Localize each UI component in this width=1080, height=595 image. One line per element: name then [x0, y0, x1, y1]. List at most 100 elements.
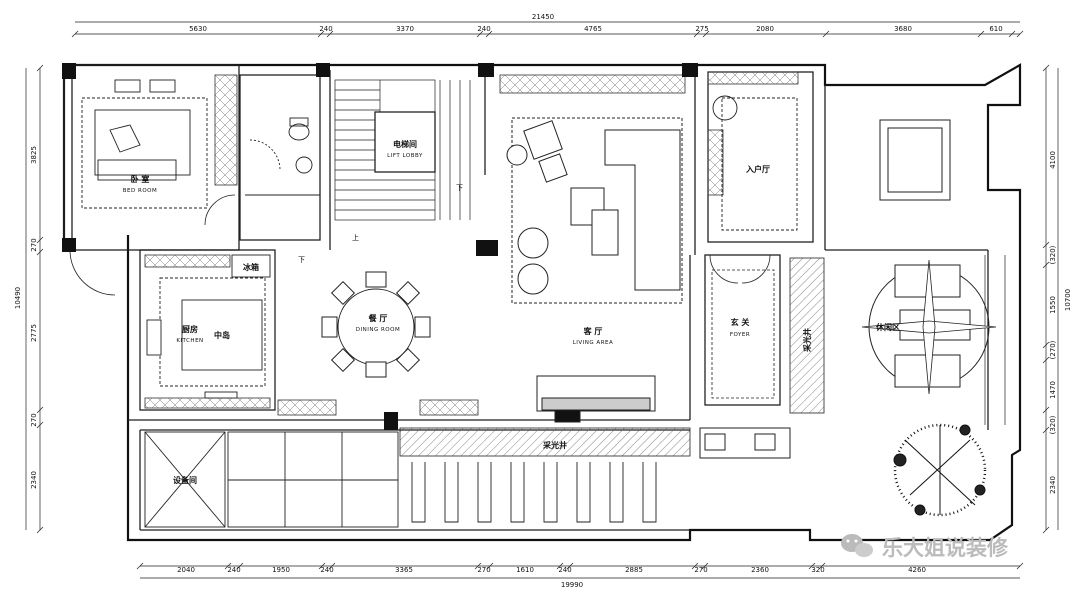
wechat-icon — [841, 534, 873, 557]
dim-bottom: 240 — [227, 566, 240, 574]
dimension-tick — [1016, 30, 1024, 38]
dim-left: 270 — [30, 238, 38, 251]
fridge-label: 冰箱 — [243, 262, 259, 272]
dimension-tick — [318, 562, 326, 570]
dim-top: 3370 — [396, 25, 414, 33]
dimension-tick — [326, 30, 334, 38]
dimension-tick — [818, 562, 826, 570]
counter-left — [277, 399, 337, 416]
dim-bottom: 2360 — [751, 566, 769, 574]
interior-walls — [63, 64, 989, 531]
dimension-tick — [1042, 64, 1050, 72]
entry-cabinet — [707, 71, 799, 85]
living-label: 客 厅 — [583, 326, 603, 336]
dining-label-en: DINING ROOM — [356, 327, 400, 333]
foyer-doors — [709, 254, 775, 399]
dimension-tick — [36, 526, 44, 534]
equipment-room — [144, 431, 226, 528]
dim-bottom: 2040 — [177, 566, 195, 574]
staircase — [334, 79, 471, 221]
dimension-tick — [36, 406, 44, 414]
tv-console — [536, 375, 656, 423]
dim-bottom: 1610 — [516, 566, 534, 574]
dimension-tick — [476, 30, 484, 38]
equipment-label: 设备间 — [173, 475, 197, 485]
dimension-tick — [702, 30, 710, 38]
dim-top: 5630 — [189, 25, 207, 33]
stair-down-label: 下 — [298, 256, 305, 264]
entry-hall-label: 入户厅 — [745, 164, 770, 174]
dim-top: 3680 — [894, 25, 912, 33]
lift-label-en: LIFT LOBBY — [387, 153, 423, 159]
dim-bottom: 240 — [320, 566, 333, 574]
lightwell-bottom-area — [399, 427, 691, 457]
dim-top-total: 21450 — [532, 13, 554, 21]
dim-right: 2340 — [1049, 476, 1057, 494]
dim-left: 2340 — [30, 471, 38, 489]
dimension-tick — [136, 562, 144, 570]
dim-bottom-total: 19990 — [561, 581, 583, 589]
dimension-tick — [71, 30, 79, 38]
dimension-tick — [701, 562, 709, 570]
dim-top: 2080 — [756, 25, 774, 33]
dimension-lines — [25, 21, 1059, 579]
dining-label: 餐 厅 — [368, 313, 388, 323]
dim-top: 275 — [695, 25, 708, 33]
dim-top: 4765 — [584, 25, 602, 33]
island-label: 中岛 — [214, 330, 230, 340]
planters — [411, 462, 657, 523]
dimension-tick — [1008, 30, 1016, 38]
dim-right: 4100 — [1049, 151, 1057, 169]
bedroom-label: 卧 室 — [131, 174, 150, 184]
dimension-tick — [822, 30, 830, 38]
dimension-tick — [317, 30, 325, 38]
dimension-tick — [556, 562, 564, 570]
dimension-tick — [1042, 261, 1050, 269]
watermark: 乐大姐说装修 — [841, 534, 1009, 560]
dimension-tick — [693, 30, 701, 38]
dim-left-total: 10490 — [14, 287, 22, 309]
dim-right-total: 10700 — [1064, 289, 1072, 311]
dim-bottom: 4260 — [908, 566, 926, 574]
watermark-text: 乐大姐说装修 — [882, 536, 1009, 560]
wardrobe — [214, 74, 238, 186]
dimension-tick — [1042, 356, 1050, 364]
dim-top: 240 — [477, 25, 490, 33]
dim-left: 2775 — [30, 324, 38, 342]
kitchen-label-en: KITCHEN — [176, 338, 203, 344]
lift-label: 电梯间 — [393, 139, 417, 149]
dimension-tick — [1042, 526, 1050, 534]
dim-right: 1550 — [1049, 296, 1057, 314]
bedroom-label-en: BED ROOM — [123, 188, 157, 194]
leisure-label: 休闲区 — [875, 322, 900, 332]
bedroom-door-swing — [204, 194, 236, 226]
kitchen-cabinet-bottom — [144, 397, 271, 409]
dim-bottom: 3365 — [395, 566, 413, 574]
dimension-tick — [808, 562, 816, 570]
dimension-tick — [36, 236, 44, 244]
tree-icon — [893, 423, 987, 517]
stair-down-label: 下 — [456, 184, 463, 192]
dim-left: 3825 — [30, 146, 38, 164]
stair-up-label: 上 — [352, 233, 359, 242]
dimension-tick — [485, 30, 493, 38]
dimension-tick — [1042, 341, 1050, 349]
foyer-label: 玄 关 — [731, 317, 750, 327]
dim-bottom: 240 — [558, 566, 571, 574]
living-furniture — [506, 117, 683, 304]
dim-top: 240 — [319, 25, 332, 33]
dimension-tick — [486, 562, 494, 570]
lightwell-bottom-label: 采光井 — [542, 440, 567, 450]
terrace-furniture — [868, 119, 1006, 425]
window-cabinet — [499, 74, 686, 94]
dimension-tick — [1042, 406, 1050, 414]
counter-mid — [419, 399, 479, 416]
dim-bottom: 320 — [811, 566, 824, 574]
dim-bottom: 2885 — [625, 566, 643, 574]
lightwell-right-area — [789, 257, 825, 414]
dimension-tick — [977, 30, 985, 38]
dining-table — [321, 271, 431, 378]
dim-left: 270 — [30, 413, 38, 426]
bathroom-fixtures — [245, 117, 320, 196]
